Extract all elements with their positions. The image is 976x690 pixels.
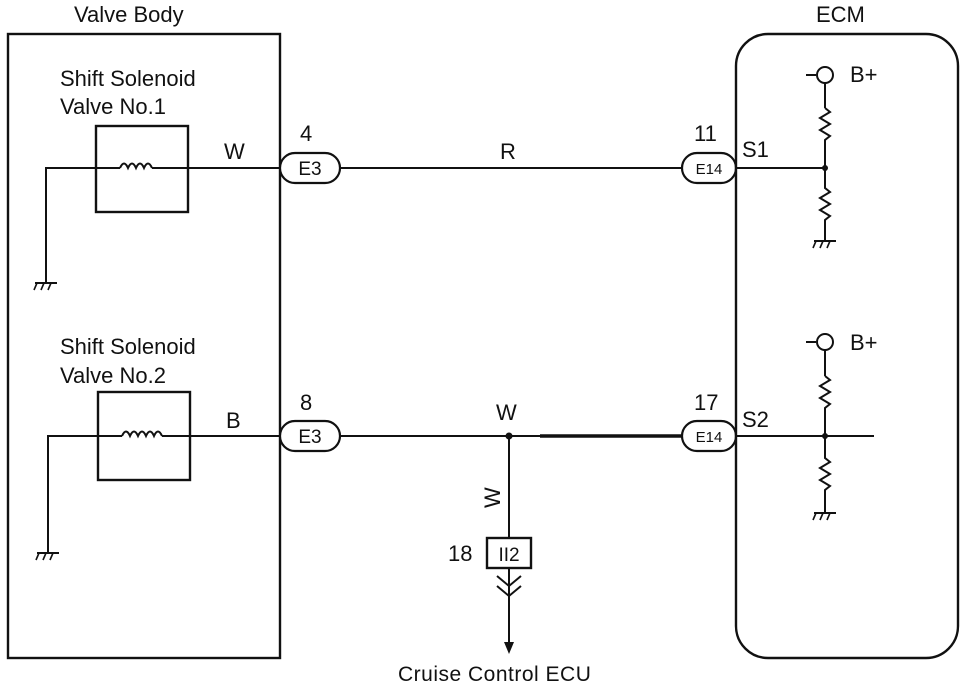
circuit2-vb-connector-label: E3 — [298, 427, 321, 448]
solenoid1-coil-icon — [96, 162, 188, 171]
circuit1-ecm-pin: 11 — [694, 121, 717, 146]
circuit1-vb-connector: E3 — [278, 151, 342, 185]
solenoid2-wire-color: B — [226, 408, 241, 433]
solenoid1-ground-icon — [33, 282, 58, 291]
ecm-s1-ground-icon — [812, 240, 837, 249]
solenoid1-label-line2: Valve No.1 — [60, 94, 166, 119]
circuit2-ecm-connector-label: E14 — [696, 429, 723, 446]
solenoid1-ground-wire — [45, 167, 96, 282]
branch-pin: 18 — [448, 541, 472, 566]
valve-body-title: Valve Body — [74, 2, 184, 27]
solenoid2-coil-icon — [98, 430, 190, 439]
ecm-s2-bplus-icon — [806, 333, 834, 376]
circuit1-vb-connector-label: E3 — [298, 159, 321, 180]
ecm-s1-pullup-resistor-icon — [818, 107, 832, 168]
circuit1-ecm-connector: E14 — [680, 151, 738, 185]
ecm-s2-ground-icon — [812, 512, 837, 521]
solenoid1-wire-color: W — [224, 139, 245, 164]
solenoid1-label-line1: Shift Solenoid — [60, 66, 196, 91]
valve-body-box — [6, 32, 282, 660]
branch-wire-color: W — [480, 487, 505, 508]
circuit2-ecm-connector: E14 — [680, 419, 738, 453]
ecm-s1-terminal: S1 — [742, 137, 769, 162]
solenoid2-label-line2: Valve No.2 — [60, 363, 166, 388]
branch-connector-label: II2 — [498, 545, 519, 566]
ecm-bplus2-label: B+ — [850, 330, 878, 355]
ecm-bplus1-label: B+ — [850, 62, 878, 87]
branch-arrow-icon — [504, 642, 514, 654]
ecm-s1-pulldown-resistor-icon — [818, 168, 832, 240]
ecm-box — [734, 32, 960, 660]
circuit2-vb-connector: E3 — [278, 419, 342, 453]
circuit2-ecm-pin: 17 — [694, 390, 718, 415]
cruise-control-ecu-label: Cruise Control ECU — [398, 663, 591, 686]
branch-connector-box — [485, 536, 533, 570]
ecm-title: ECM — [816, 2, 865, 27]
circuit2-vb-pin: 8 — [300, 390, 312, 415]
ecm-s1-bplus-icon — [806, 66, 834, 108]
circuit2-harness-wire-color: W — [496, 400, 517, 425]
solenoid2-ground-icon — [35, 552, 60, 561]
solenoid2-label-line1: Shift Solenoid — [60, 334, 196, 359]
solenoid2-ground-wire — [47, 435, 98, 552]
circuit1-ecm-connector-label: E14 — [696, 161, 723, 178]
ecm-s2-pulldown-resistor-icon — [818, 436, 832, 512]
circuit1-vb-pin: 4 — [300, 121, 312, 146]
circuit1-harness-wire-color: R — [500, 139, 516, 164]
ecm-s2-pullup-resistor-icon — [818, 375, 832, 436]
ecm-s2-terminal: S2 — [742, 407, 769, 432]
